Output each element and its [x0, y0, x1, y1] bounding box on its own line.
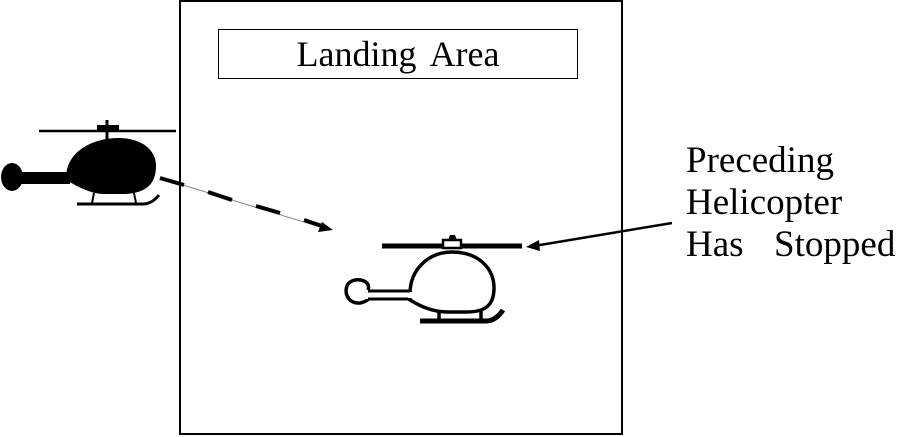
callout-line-3: Has Stopped — [686, 224, 896, 265]
callout-pointer-arrow — [526, 221, 673, 251]
callout-text: Preceding Helicopter Has Stopped — [686, 140, 895, 266]
outline-helicopter-icon — [344, 235, 522, 324]
approach-path-arrow — [159, 176, 333, 232]
callout-line-1: Preceding — [686, 140, 834, 181]
callout-line-2: Helicopter — [686, 182, 843, 223]
landing-area-label: Landing Area — [296, 34, 500, 74]
landing-area-label-box: Landing Area — [218, 29, 578, 79]
filled-helicopter-icon — [1, 120, 176, 206]
landing-area-boundary — [179, 0, 623, 435]
